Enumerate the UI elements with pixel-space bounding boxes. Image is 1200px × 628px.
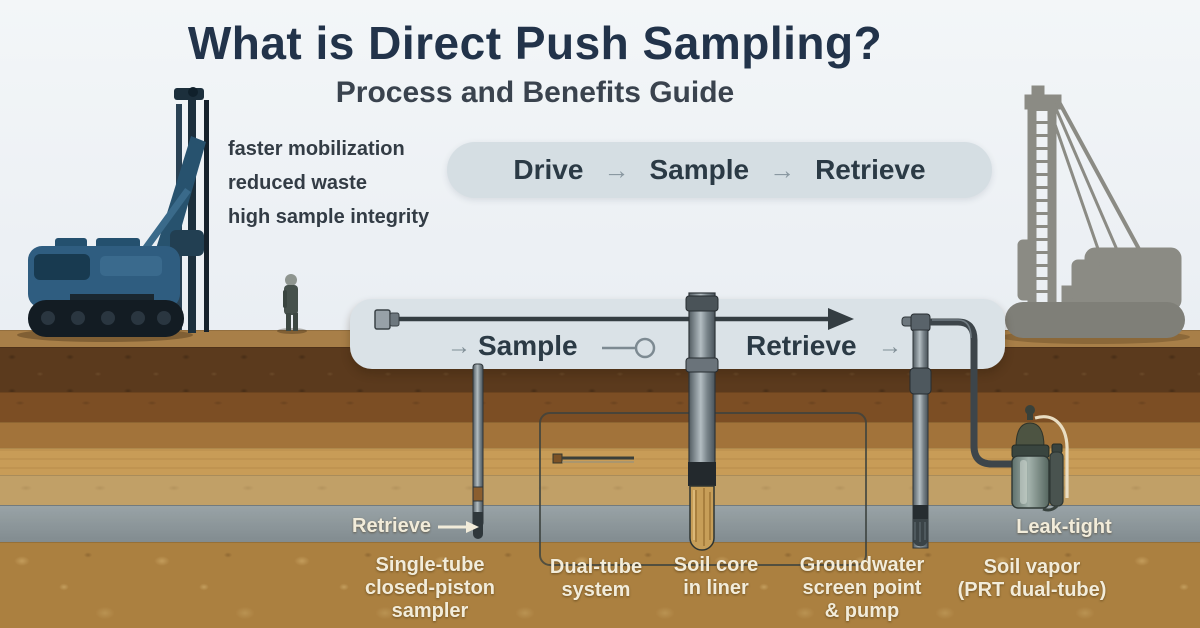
retrieve-pointer-label: Retrieve (352, 515, 431, 537)
single-tube-label: Single-tube closed-piston sampler (364, 554, 496, 622)
process-step-drive: Drive (513, 154, 584, 185)
drill-rig-left-icon (28, 87, 209, 337)
right-arrow-icon: → (878, 333, 902, 360)
soil-layer-brown (0, 392, 1200, 422)
soil-layer-light-brown (0, 422, 1200, 448)
right-arrow-icon: → (769, 154, 796, 185)
leak-tight-label: Leak-tight (1016, 516, 1112, 538)
benefit-item: faster mobilization (228, 138, 405, 160)
process-step-sample: Sample (649, 154, 750, 185)
piston-circle-icon (602, 337, 656, 359)
process-pill: Drive → Sample → Retrieve (447, 142, 992, 198)
benefit-item: high sample integrity (228, 206, 430, 228)
soil-core-label: Soil core in liner (673, 554, 759, 599)
soil-layer-tan-gray (0, 475, 1200, 505)
page-title: What is Direct Push Sampling? (187, 17, 883, 69)
drill-rig-right-icon (1005, 85, 1185, 338)
page-subtitle: Process and Benefits Guide (335, 76, 735, 109)
benefits-list: faster mobilization reduced waste high s… (228, 138, 429, 240)
person-icon (283, 274, 298, 331)
groundwater-label: Groundwater screen point & pump (799, 554, 925, 622)
benefit-item: reduced waste (228, 172, 367, 194)
flow-bar (350, 299, 1005, 369)
right-arrow-icon: → (447, 333, 471, 360)
soil-layer-tan (0, 448, 1200, 475)
soil-vapor-label: Soil vapor (PRT dual-tube) (957, 556, 1107, 601)
dual-tube-label: Dual-tube system (549, 556, 643, 601)
retrieve-pointer-arrow-icon (438, 521, 479, 533)
flow-retrieve-label: Retrieve (746, 330, 857, 361)
flow-sample-label: Sample (478, 330, 578, 361)
process-step-retrieve: Retrieve (815, 154, 926, 185)
right-arrow-icon: → (603, 154, 630, 185)
